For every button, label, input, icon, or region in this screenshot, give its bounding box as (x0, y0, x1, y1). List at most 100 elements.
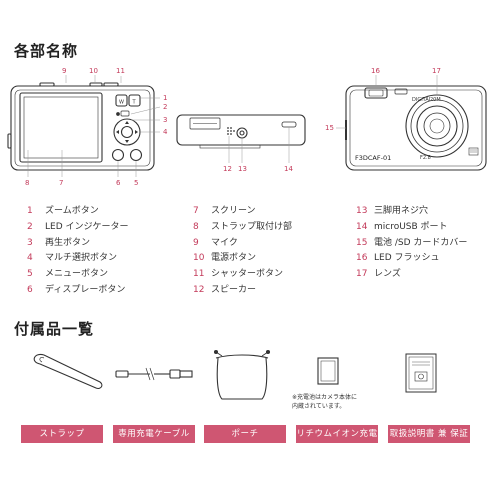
lens-info2-text: F2.8 (420, 155, 431, 161)
display-button (111, 148, 125, 162)
callout-17: 17 (432, 67, 441, 75)
manual-illustration (405, 353, 437, 393)
camera-back-inner (14, 89, 151, 167)
part-number: 15 (356, 237, 368, 248)
part-number: 3 (27, 237, 33, 248)
part-label: マルチ選択ボタン (45, 253, 118, 264)
callout-7: 7 (59, 179, 64, 187)
part-number: 14 (356, 221, 368, 232)
playback-button (120, 110, 130, 117)
camera-back-view: W T (7, 82, 155, 171)
battery-illustration (317, 357, 339, 385)
lens (405, 94, 469, 158)
svg-text:W: W (119, 100, 124, 106)
battery-note: ※充電池はカメラ本体に 内蔵されています。 (292, 393, 357, 411)
top-leaders (228, 127, 290, 163)
part-label: 電池 /SD カードカバー (374, 237, 468, 248)
strap-mount (7, 133, 12, 149)
part-label: LED フラッシュ (374, 253, 440, 264)
callout-10: 10 (89, 67, 98, 75)
model-text: F3DCAF-01 (355, 154, 391, 162)
part-row: 16 LED フラッシュ (356, 251, 467, 267)
callout-3: 3 (163, 116, 168, 124)
part-number: 10 (193, 253, 205, 264)
callout-6: 6 (116, 179, 121, 187)
camera-top-body (176, 114, 306, 146)
cable-illustration (115, 367, 193, 381)
camera-back-body (10, 85, 155, 171)
part-label: スクリーン (211, 206, 256, 216)
multi-selector (113, 118, 141, 146)
part-row: 12 スピーカー (193, 283, 292, 299)
part-number: 6 (27, 284, 33, 295)
section-title-accessories: 付属品一覧 (14, 320, 95, 338)
speaker-grille (227, 127, 235, 135)
callout-15: 15 (325, 124, 334, 132)
part-label: レンズ (374, 269, 401, 280)
part-label: 電源ボタン (211, 253, 257, 264)
part-number: 1 (27, 206, 33, 216)
part-row: 17 レンズ (356, 267, 467, 283)
callout-16: 16 (371, 67, 380, 75)
part-label: microUSB ポート (374, 221, 448, 232)
menu-button (129, 148, 143, 162)
callout-8: 8 (25, 179, 30, 187)
callout-12: 12 (223, 165, 232, 173)
part-row: 15 電池 /SD カードカバー (356, 236, 467, 252)
part-label: マイク (211, 237, 238, 248)
battery-note-line: 内蔵されています。 (292, 403, 346, 410)
callout-1: 1 (163, 94, 168, 102)
part-number: 9 (193, 237, 199, 248)
part-number: 5 (27, 269, 33, 280)
part-row: 1 ズームボタン (27, 204, 129, 220)
accessory-label-strap: ストラップ (21, 425, 103, 443)
part-row: 14 microUSB ポート (356, 220, 467, 236)
pouch-illustration (213, 349, 271, 400)
callout-14: 14 (284, 165, 293, 173)
callout-9: 9 (62, 67, 67, 75)
part-number: 13 (356, 206, 368, 216)
accessory-label-battery: リチウムイオン充電池 (296, 425, 378, 457)
led-flash (364, 87, 388, 99)
part-label: ストラップ取付け部 (211, 221, 293, 232)
part-number: 17 (356, 269, 368, 280)
part-number: 11 (193, 269, 205, 280)
accessory-label-manual: 取扱説明書 兼 保証書 (388, 425, 470, 457)
part-label: スピーカー (211, 284, 257, 295)
svg-text:T: T (132, 100, 137, 106)
part-row: 5 メニューボタン (27, 267, 129, 283)
lens-info-text: 20M (430, 97, 441, 103)
callout-5: 5 (134, 179, 139, 187)
part-label: LED インジケーター (45, 221, 129, 232)
screen (19, 92, 103, 163)
accessory-label-pouch: ポーチ (204, 425, 286, 443)
part-row: 4 マルチ選択ボタン (27, 251, 129, 267)
lens-digital-text: DIGITAL (412, 97, 432, 103)
callout-4: 4 (163, 128, 168, 136)
front-leaders (336, 75, 438, 129)
strap-illustration (33, 353, 103, 389)
section-title-parts: 各部名称 (14, 42, 79, 60)
part-number: 2 (27, 221, 33, 232)
zoom-t-button (128, 94, 141, 107)
part-number: 4 (27, 253, 33, 264)
part-label: ズームボタン (45, 206, 99, 216)
part-row: 6 ディスプレーボタン (27, 283, 129, 299)
led-indicator (116, 112, 120, 116)
callout-2: 2 (163, 103, 168, 111)
part-label: ディスプレーボタン (45, 284, 126, 295)
part-row: 8 ストラップ取付け部 (193, 220, 292, 236)
part-label: 三脚用ネジ穴 (374, 206, 429, 216)
part-label: メニューボタン (45, 269, 109, 280)
part-number: 16 (356, 253, 368, 264)
part-number: 8 (193, 221, 199, 232)
callout-13: 13 (238, 165, 247, 173)
part-number: 12 (193, 284, 205, 295)
part-row: 10 電源ボタン (193, 251, 292, 267)
